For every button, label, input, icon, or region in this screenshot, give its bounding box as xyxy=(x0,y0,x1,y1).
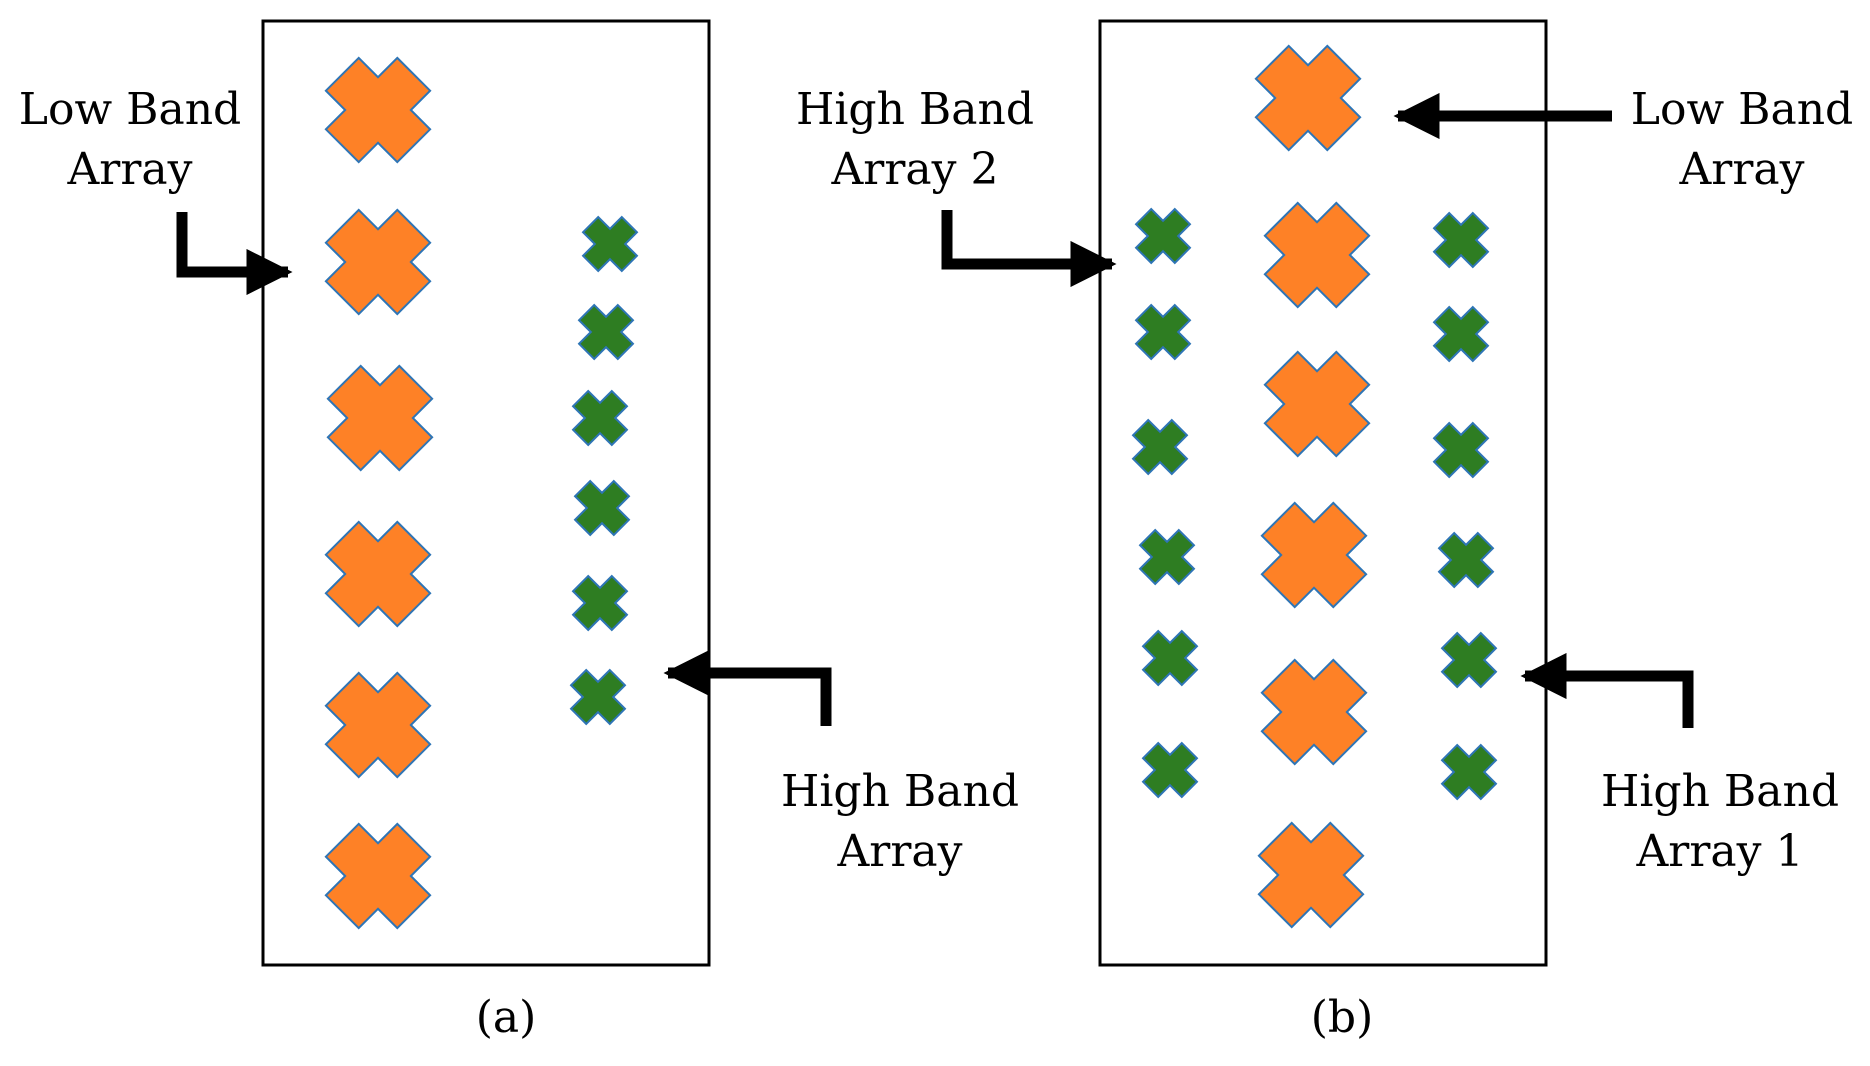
high-band-2-element-5 xyxy=(1141,629,1199,687)
panel-b-high-band-1-arrow xyxy=(1520,652,1694,728)
high-band-2-element-6 xyxy=(1141,741,1199,799)
panel-b-high-band-1-label: High Band Array 1 xyxy=(1580,762,1860,882)
panel-a-low-band-arrow xyxy=(176,212,293,296)
panel-b-low-band-label-line2: Array xyxy=(1679,144,1805,195)
panel-a-high-band-label-line2: Array xyxy=(837,826,963,877)
panel-a-low-band-array xyxy=(324,56,434,930)
panel-b-high-band-array-1 xyxy=(1432,211,1498,801)
low-band-element-1 xyxy=(1254,44,1362,152)
high-band-1-element-6 xyxy=(1440,743,1498,801)
high-band-2-element-4 xyxy=(1138,528,1196,586)
panel-a-high-band-label: High Band Array xyxy=(760,762,1040,882)
panel-b-high-band-2-label-line2: Array 2 xyxy=(831,144,999,195)
panel-a-low-band-label-line1: Low Band xyxy=(18,84,242,135)
high-band-2-element-2 xyxy=(1134,303,1192,361)
panel-a-high-band-array xyxy=(569,215,639,726)
low-band-element-3 xyxy=(326,364,434,472)
panel-b-high-band-2-arrow xyxy=(941,210,1117,288)
high-band-1-element-1 xyxy=(1432,211,1490,269)
panel-b-high-band-1-label-line1: High Band xyxy=(1600,766,1839,817)
low-band-element-4 xyxy=(1260,501,1368,609)
panel-a-high-band-label-line1: High Band xyxy=(780,766,1019,817)
high-band-2-element-3 xyxy=(1131,418,1189,476)
high-band-element-1 xyxy=(581,215,639,273)
high-band-element-4 xyxy=(573,479,631,537)
high-band-element-6 xyxy=(569,668,627,726)
low-band-element-5 xyxy=(1260,658,1368,766)
panel-b-caption: (b) xyxy=(1310,992,1374,1043)
high-band-1-element-4 xyxy=(1437,531,1495,589)
high-band-1-element-3 xyxy=(1432,421,1490,479)
panel-b-low-band-array xyxy=(1254,44,1371,929)
low-band-element-1 xyxy=(324,56,432,164)
panel-a-high-band-arrow xyxy=(663,649,832,726)
low-band-element-5 xyxy=(324,671,432,779)
panel-a-low-band-label: Low Band Array xyxy=(0,80,260,200)
low-band-element-4 xyxy=(324,520,432,628)
panel-b-high-band-2-label-line1: High Band xyxy=(795,84,1034,135)
high-band-element-2 xyxy=(577,303,635,361)
panel-b-low-band-label: Low Band Array xyxy=(1618,80,1866,200)
high-band-1-element-2 xyxy=(1432,305,1490,363)
low-band-element-2 xyxy=(1263,201,1371,309)
panel-b-low-band-label-line1: Low Band xyxy=(1630,84,1854,135)
high-band-1-element-5 xyxy=(1440,631,1498,689)
panel-b-frame xyxy=(1098,19,1548,967)
panel-a-frame xyxy=(261,19,711,967)
high-band-element-3 xyxy=(571,389,629,447)
low-band-element-6 xyxy=(1257,821,1365,929)
high-band-2-element-1 xyxy=(1134,207,1192,265)
low-band-element-2 xyxy=(324,208,432,316)
high-band-element-5 xyxy=(571,574,629,632)
panel-a-low-band-label-line2: Array xyxy=(67,144,193,195)
low-band-element-3 xyxy=(1263,350,1371,458)
panel-a-caption: (a) xyxy=(475,992,537,1043)
panel-b-high-band-1-label-line2: Array 1 xyxy=(1636,826,1804,877)
low-band-element-6 xyxy=(324,822,432,930)
panel-b-high-band-2-label: High Band Array 2 xyxy=(775,80,1055,200)
panel-b-high-band-array-2 xyxy=(1131,207,1199,799)
